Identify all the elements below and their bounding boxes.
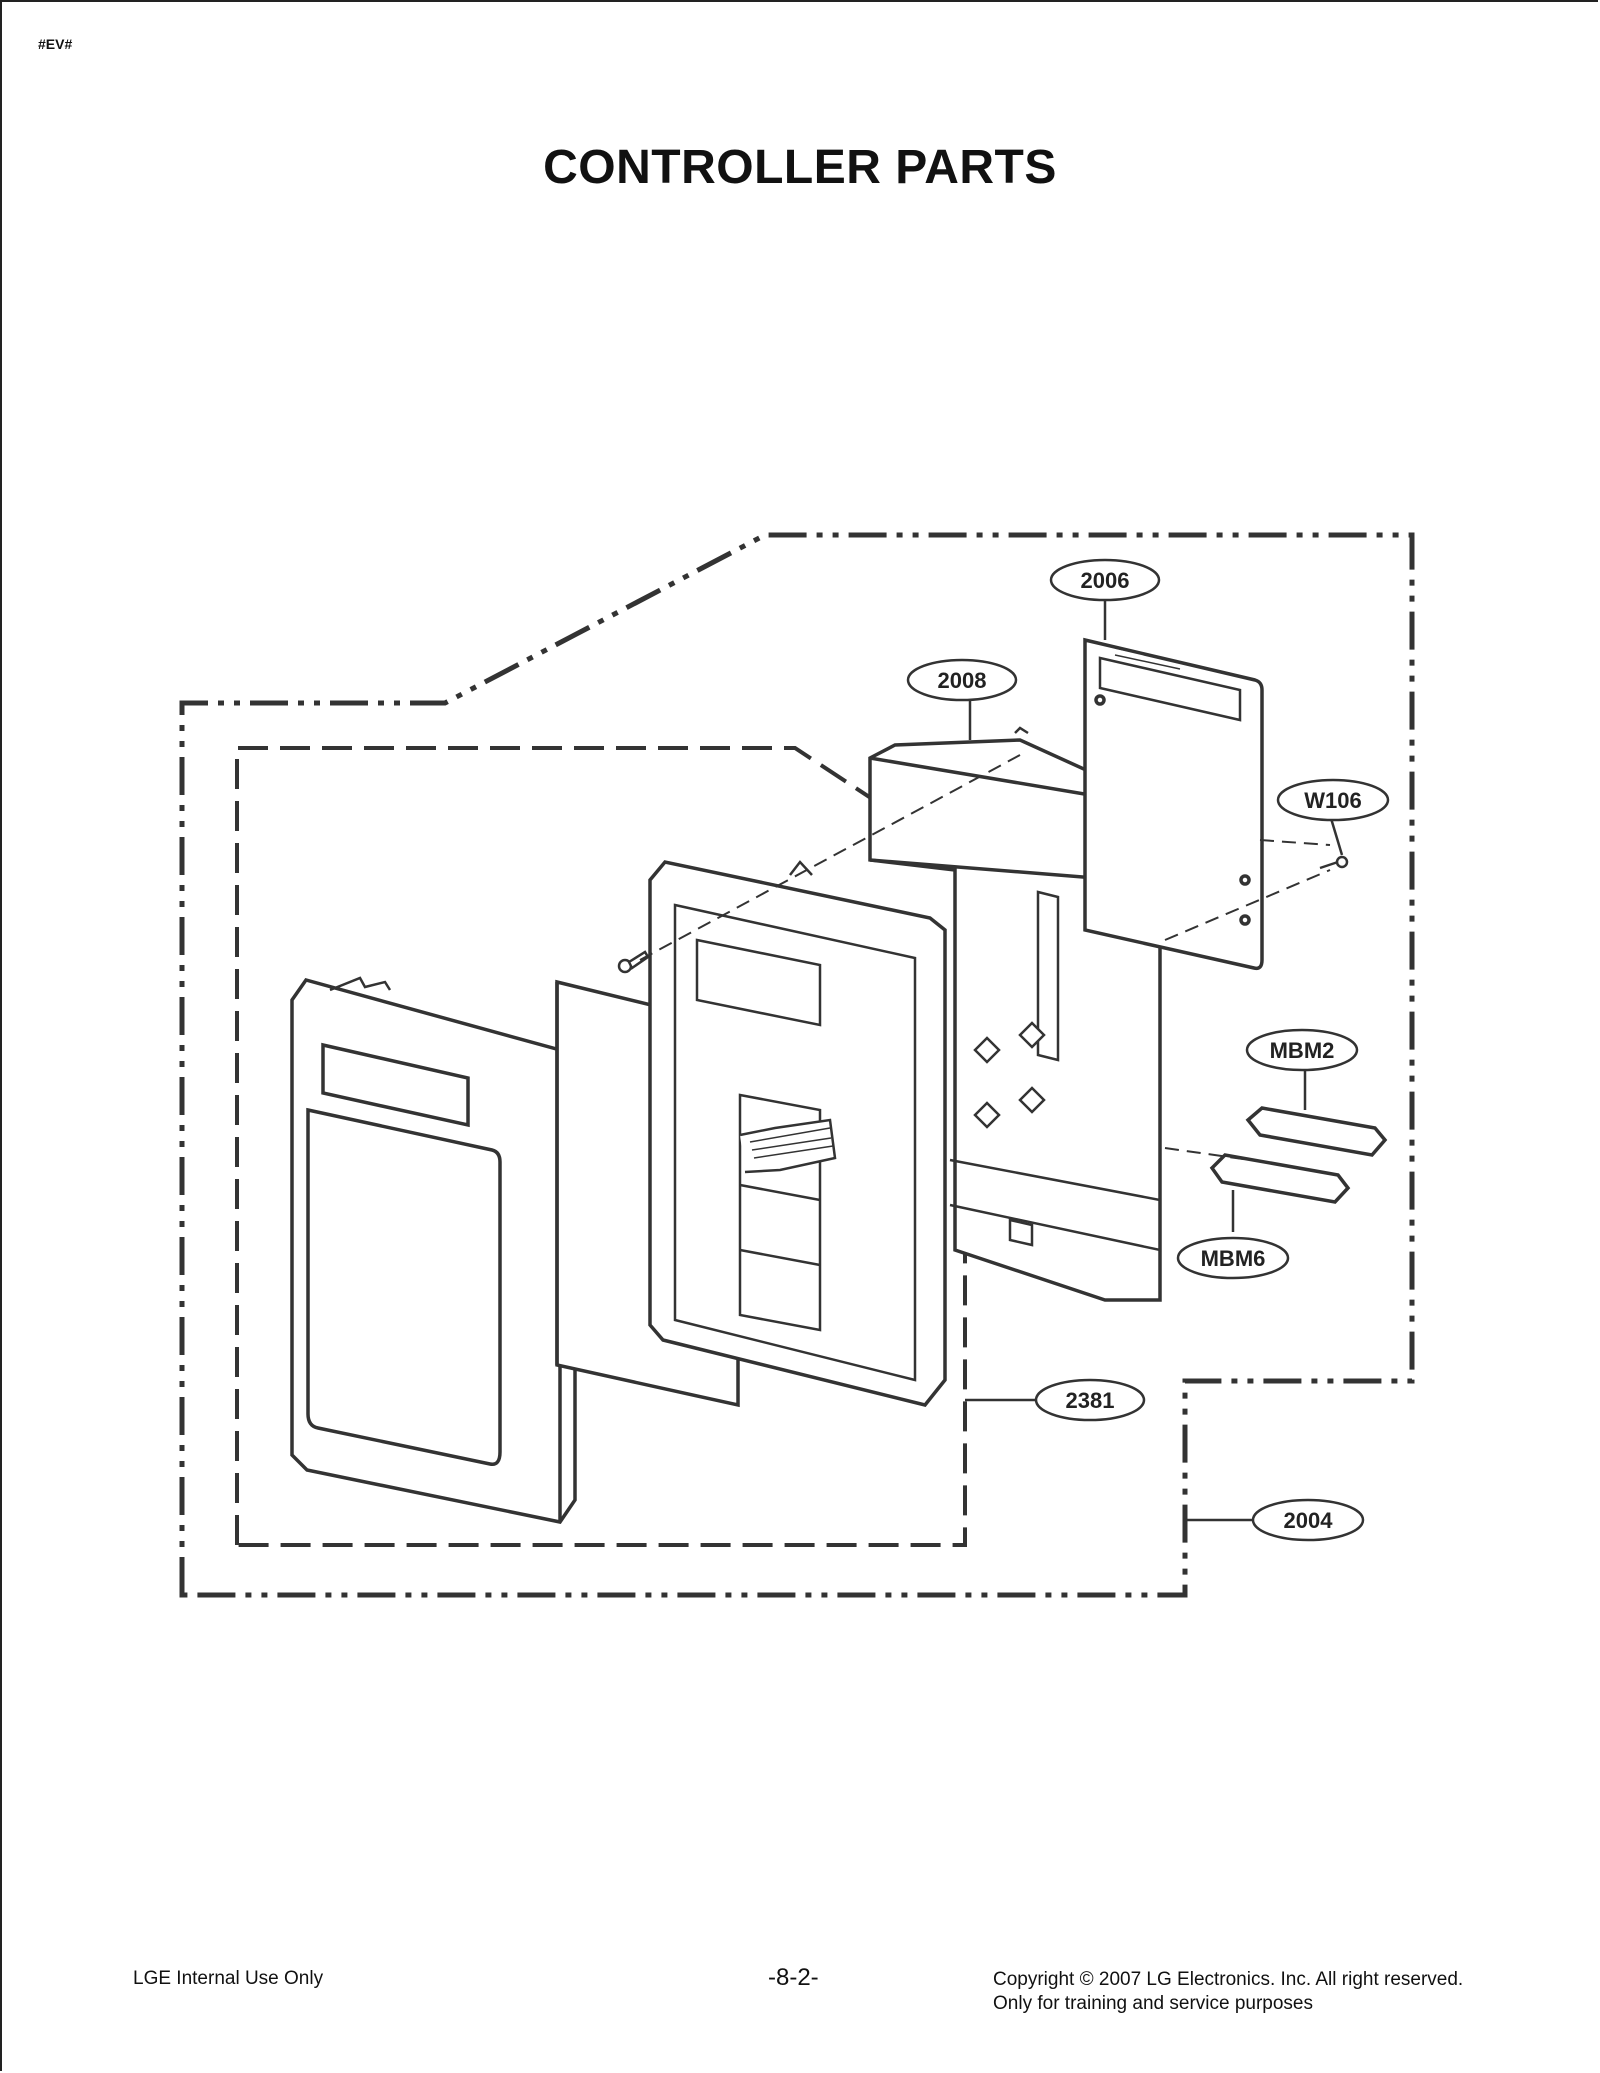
pcb-2006	[1083, 637, 1264, 971]
keypad-frame	[648, 860, 947, 1407]
footer-copyright: Copyright © 2007 LG Electronics. Inc. Al…	[993, 1968, 1463, 2016]
callout-mbm6: MBM6	[1176, 1236, 1290, 1280]
callout-mbm2: MBM2	[1245, 1028, 1359, 1072]
callout-2006: 2006	[1049, 558, 1161, 602]
callout-2381-label: 2381	[1066, 1388, 1115, 1413]
assembly-2004-boundary	[179, 532, 1415, 1598]
footer-copyright-line1: Copyright © 2007 LG Electronics. Inc. Al…	[993, 1969, 1464, 1990]
bracket-clover-holes	[973, 1021, 1046, 1129]
callout-2004-label: 2004	[1284, 1508, 1334, 1533]
callout-2008-label: 2008	[938, 668, 987, 693]
page-title: CONTROLLER PARTS	[543, 141, 1057, 194]
screw-w106	[1319, 855, 1349, 870]
page-number: -8-2-	[768, 1964, 819, 1991]
callout-2004: 2004	[1251, 1498, 1365, 1542]
document-tag: #EV#	[38, 36, 73, 52]
callout-mbm6-label: MBM6	[1201, 1246, 1266, 1271]
callout-w106: W106	[1276, 778, 1390, 822]
footer-internal-use: LGE Internal Use Only	[133, 1968, 324, 1989]
screw-front	[617, 950, 650, 974]
callout-w106-label: W106	[1304, 788, 1361, 813]
footer-copyright-line2: Only for training and service purposes	[993, 1993, 1313, 2014]
callout-2006-label: 2006	[1081, 568, 1130, 593]
callout-2008: 2008	[906, 658, 1018, 702]
mbm6-block	[1209, 1153, 1351, 1204]
callout-2381: 2381	[1034, 1378, 1146, 1422]
assembly-guide-lines	[639, 754, 1331, 1161]
front-panel	[290, 976, 577, 1524]
callout-leaders	[965, 600, 1344, 1522]
mbm2-block	[1245, 1106, 1388, 1157]
callout-mbm2-label: MBM2	[1270, 1038, 1335, 1063]
